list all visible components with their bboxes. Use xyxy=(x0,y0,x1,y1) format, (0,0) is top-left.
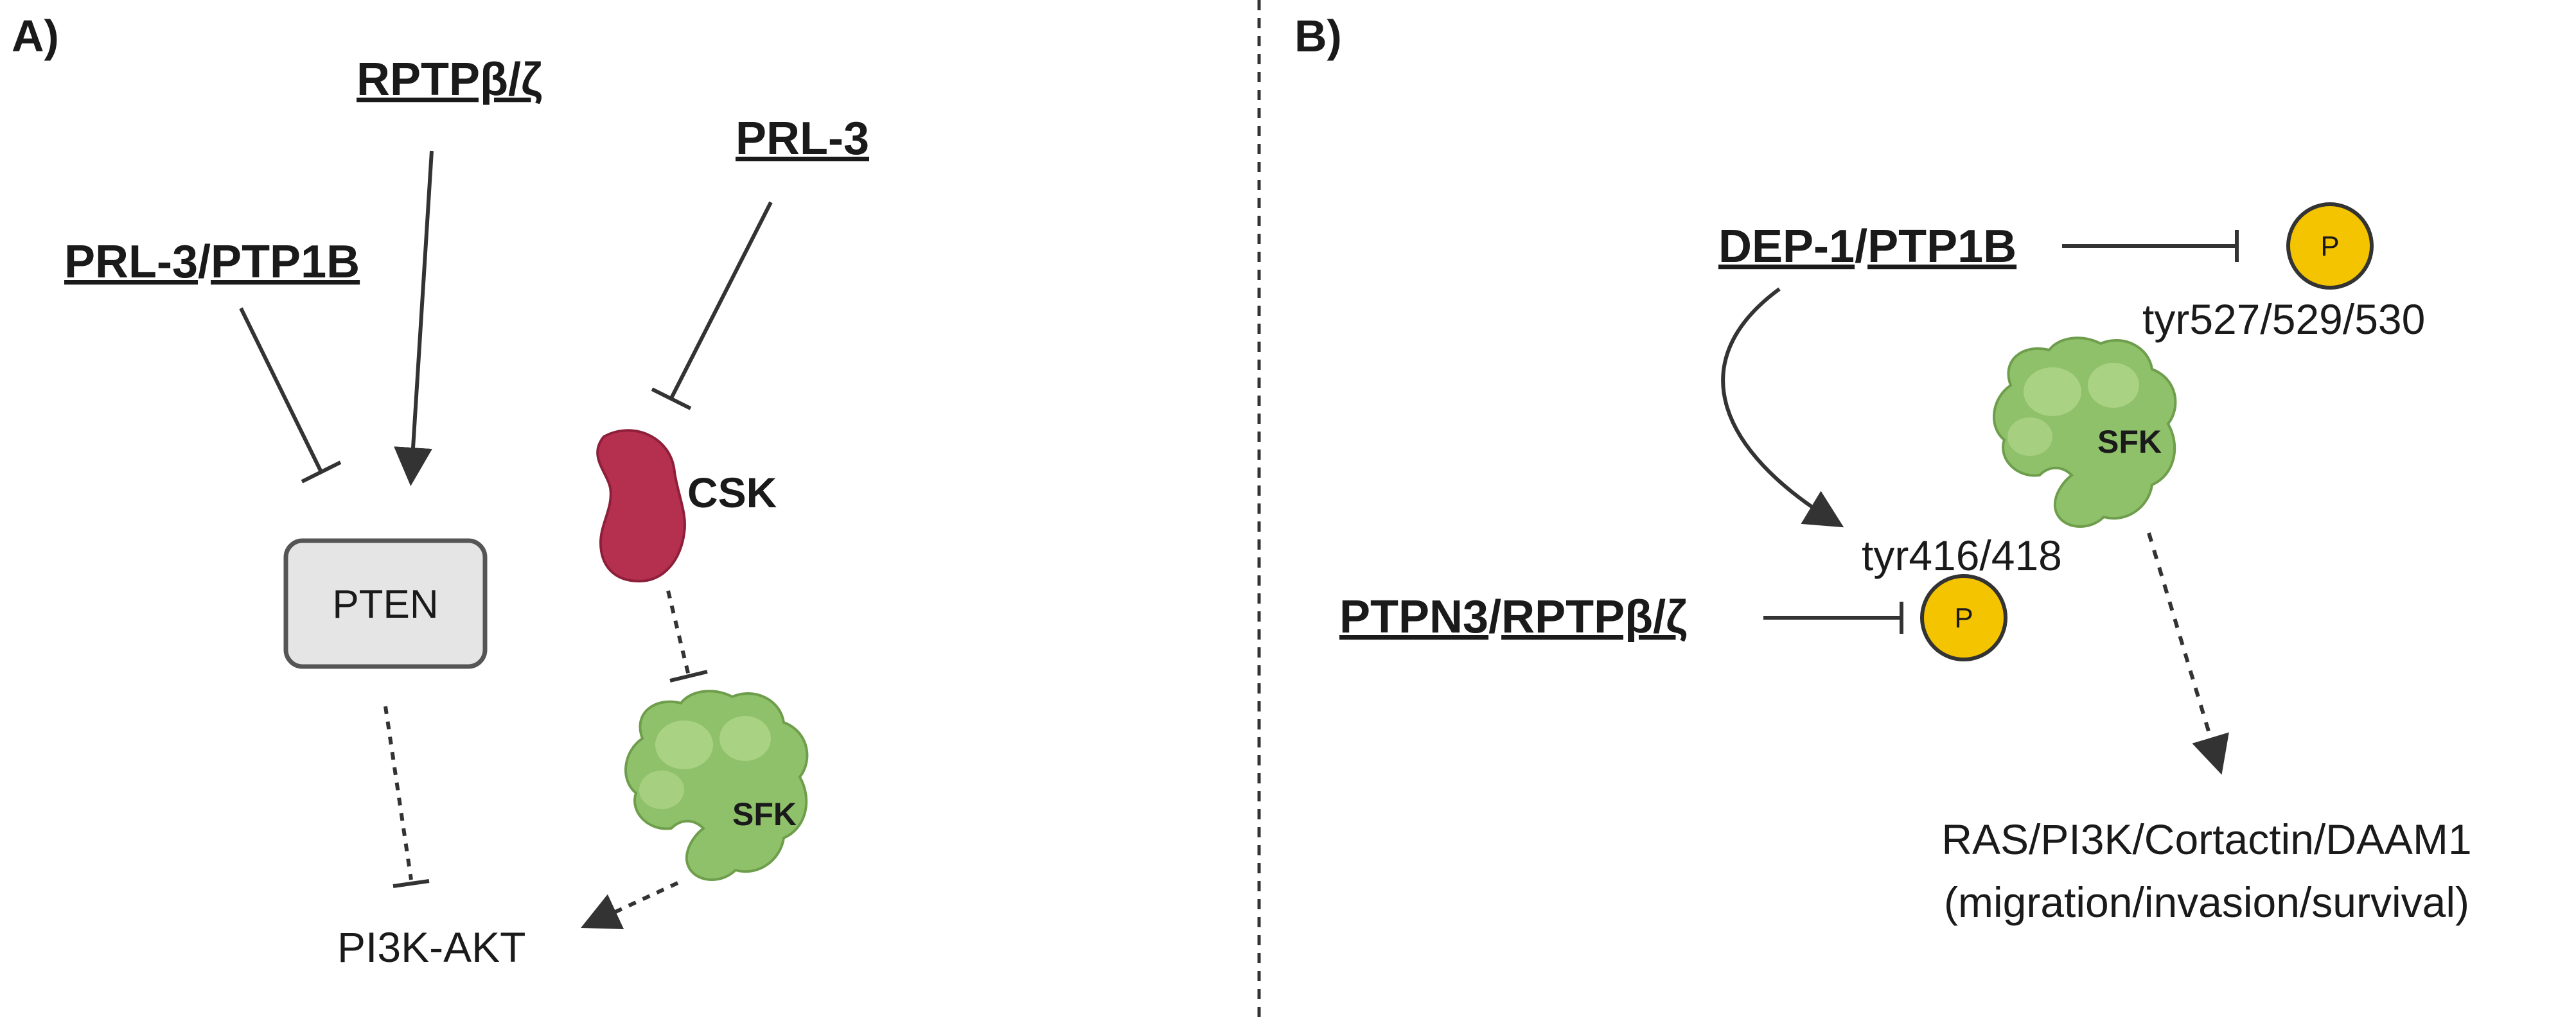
phospho-top-label: P xyxy=(2320,231,2339,262)
sfk-label-a: SFK xyxy=(732,796,797,832)
tyr-top-label: tyr527/529/530 xyxy=(2142,295,2425,343)
rptp-to-pten-arrow xyxy=(394,150,434,486)
sfk-to-outcome-arrow xyxy=(2147,532,2229,775)
slash-a: / xyxy=(198,236,211,288)
rptp-label-a: RPTPβ/ζ xyxy=(357,54,542,105)
pi3k-akt-label: PI3K-AKT xyxy=(337,923,525,971)
ptpn3-rptp-label: PTPN3/RPTPβ/ζ xyxy=(1339,591,1687,643)
ptp1b-inhibit-bar xyxy=(301,460,342,484)
prl3-inhibits-csk xyxy=(669,201,773,399)
panel-a-label: A) xyxy=(12,11,59,61)
ptp1b-part-a: PTP1B xyxy=(211,236,360,288)
pten-box xyxy=(283,538,488,669)
prl3-inhibit-bar xyxy=(651,387,692,410)
sfk-shape-a xyxy=(624,690,809,881)
prl3-label-a: PRL-3 xyxy=(736,113,869,164)
panel-b-label: B) xyxy=(1294,11,1342,61)
phospho-bottom-label: P xyxy=(1954,602,1973,634)
dep1-part: DEP-1 xyxy=(1718,221,1855,272)
dep1-activates-tyr416 xyxy=(1721,287,1844,528)
prl3-ptp1b-label-a: PRL-3/PTP1B xyxy=(64,236,360,288)
pten-inhibit-bar xyxy=(393,879,430,888)
csk-shape xyxy=(596,429,686,583)
dep1-ptp1b-label: DEP-1/PTP1B xyxy=(1718,221,2016,272)
ptp1b-inhibits-pten xyxy=(239,307,323,473)
sfk-to-pi3k-arrow xyxy=(581,881,679,929)
sfk-label-b: SFK xyxy=(2097,424,2162,460)
csk-inhibits-sfk xyxy=(666,590,691,676)
ptp1b-part-b: PTP1B xyxy=(1867,221,2016,272)
slash-b1: / xyxy=(1855,221,1867,272)
sfk-shape-b xyxy=(1993,336,2177,528)
outcome-line1: RAS/PI3K/Cortactin/DAAM1 xyxy=(1941,816,2471,863)
outcome-line2: (migration/invasion/survival) xyxy=(1944,878,2469,926)
rptp-part-b: RPTPβ/ζ xyxy=(1501,591,1687,643)
pten-inhibits-pi3k xyxy=(384,706,413,880)
pten-label: PTEN xyxy=(332,582,438,627)
ptpn3-part: PTPN3 xyxy=(1339,591,1488,643)
csk-inhibit-bar xyxy=(669,670,708,683)
phospho-top xyxy=(2286,202,2374,290)
slash-b2: / xyxy=(1488,591,1501,643)
tyr-bottom-label: tyr416/418 xyxy=(1862,532,2062,579)
prl3-part: PRL-3 xyxy=(64,236,198,288)
csk-label: CSK xyxy=(687,469,777,516)
phospho-bottom xyxy=(1920,574,2007,661)
